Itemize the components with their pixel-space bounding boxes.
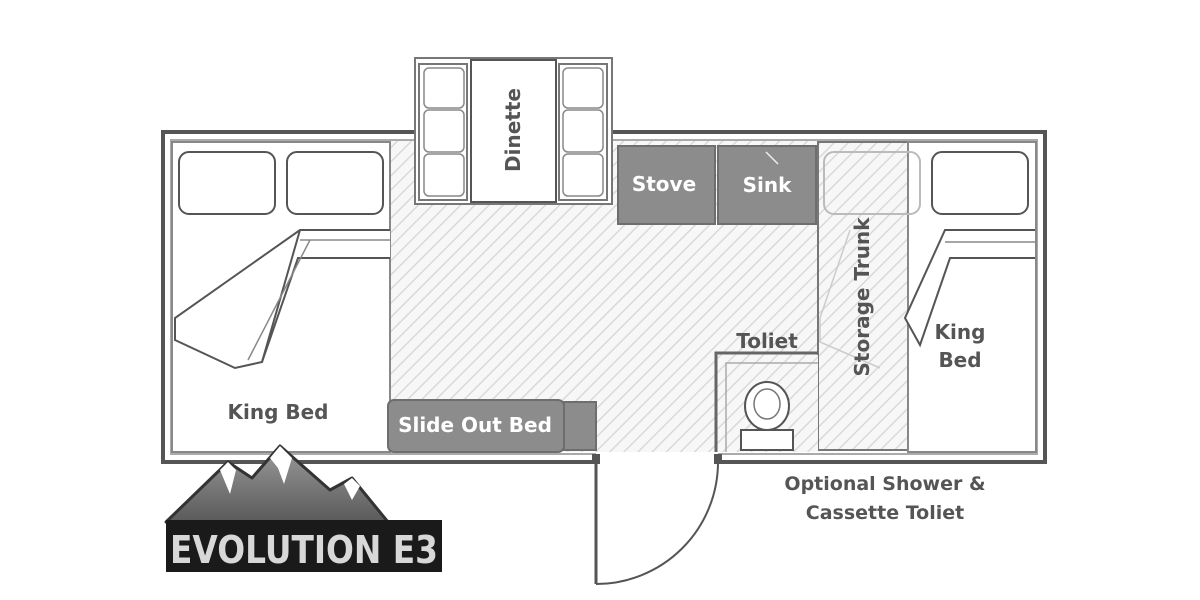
right-bed-label-line1: King (935, 320, 986, 344)
right-bed-pillow-2 (931, 151, 1029, 215)
sink-label: Sink (743, 173, 792, 197)
optional-note-line2: Cassette Toliet (806, 502, 964, 524)
stove (617, 145, 716, 225)
optional-note-line1: Optional Shower & (784, 473, 985, 495)
left-bed-pillow-1 (178, 151, 276, 215)
slide-out-bed-label: Slide Out Bed (398, 413, 552, 437)
dinette: Dinette (414, 57, 613, 205)
stove-label: Stove (632, 172, 696, 196)
evolution-e3-logo: EVOLUTION E3 (164, 444, 442, 572)
left-king-bed (171, 141, 391, 453)
dinette-label: Dinette (501, 88, 525, 172)
toilet (714, 351, 818, 452)
entry-door (592, 454, 722, 585)
left-bed-label: King Bed (228, 400, 329, 424)
mountain-icon (164, 444, 390, 524)
kitchen-counter: Stove Sink (617, 145, 817, 225)
toilet-label: Toliet (736, 329, 798, 353)
storage-trunk (817, 141, 909, 451)
left-bed-pillow-2 (286, 151, 384, 215)
sink (717, 145, 817, 225)
right-bed-label-line2: Bed (938, 348, 981, 372)
slide-out-bed: Slide Out Bed (387, 399, 597, 453)
logo-text: EVOLUTION E3 (170, 528, 438, 572)
right-king-bed (819, 141, 1037, 453)
right-bed-pillow-1 (823, 151, 921, 215)
outer-wall (161, 130, 1047, 464)
storage-trunk-label: Storage Trunk (850, 217, 874, 377)
